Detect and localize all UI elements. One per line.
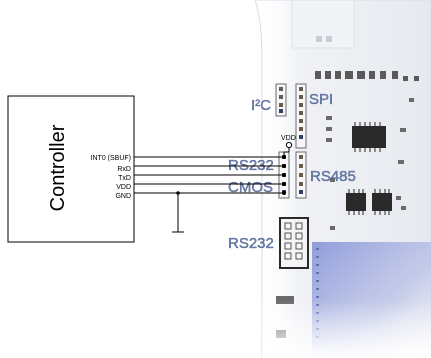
ic-soic-right xyxy=(372,189,392,215)
wire-junctions xyxy=(176,155,286,195)
mount-hole xyxy=(316,36,322,42)
pin-label-txd: TxD xyxy=(118,175,131,182)
header-rs485 xyxy=(295,151,307,199)
mount-hole xyxy=(326,36,332,42)
label-i2c: I²C xyxy=(251,97,271,114)
vdd-terminal-label: VDD xyxy=(281,135,296,142)
label-spi: SPI xyxy=(309,91,333,108)
ic-soic-upper xyxy=(352,122,386,152)
label-rs232-lower: RS232 xyxy=(228,235,274,252)
passive-components xyxy=(326,98,414,230)
vdd-terminal xyxy=(285,141,293,149)
evaluation-board: I²C SPI RS232 CMOS RS485 RS232 xyxy=(228,0,431,358)
controller-pin-labels: INT0 (SBUF) RxD TxD VDD GND xyxy=(91,155,131,200)
header-rs232-dsub xyxy=(279,217,309,269)
ic-soic-left xyxy=(346,189,366,215)
controller-box xyxy=(7,95,135,243)
controller-block: Controller INT0 (SBUF) RxD TxD VDD GND xyxy=(7,95,135,243)
header-spi xyxy=(295,83,307,149)
pin-label-vdd: VDD xyxy=(116,184,131,191)
label-rs485: RS485 xyxy=(310,168,356,185)
board-top-connector xyxy=(291,0,355,49)
header-i2c xyxy=(275,83,287,117)
pin-label-int0: INT0 (SBUF) xyxy=(91,155,131,162)
label-cmos: CMOS xyxy=(228,179,273,196)
smd-component-row xyxy=(315,71,419,81)
fade-overlay xyxy=(262,300,431,358)
controller-title: Controller xyxy=(47,124,69,211)
pin-label-rxd: RxD xyxy=(117,166,131,173)
pin-label-gnd: GND xyxy=(115,193,131,200)
signal-wires xyxy=(134,146,290,233)
